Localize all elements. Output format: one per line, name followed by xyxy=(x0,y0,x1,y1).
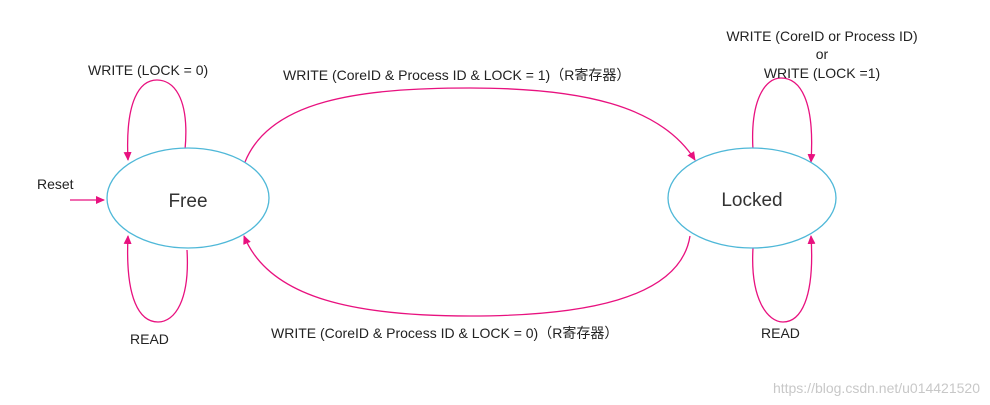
locked-self-read-label: READ xyxy=(761,325,800,341)
watermark-text: https://blog.csdn.net/u014421520 xyxy=(773,380,980,396)
state-free xyxy=(106,147,270,249)
locked-to-free-label: WRITE (CoreID & Process ID & LOCK = 0)（R… xyxy=(271,325,618,341)
locked-self-read-loop xyxy=(752,235,816,323)
free-self-read-loop xyxy=(123,235,189,323)
reset-label: Reset xyxy=(37,176,74,192)
locked-to-free-edge xyxy=(243,235,691,317)
state-locked-label: Locked xyxy=(721,190,782,211)
free-self-read-label: READ xyxy=(130,331,169,347)
free-self-write-label: WRITE (LOCK = 0) xyxy=(88,62,208,78)
locked-self-write-label-line3: WRITE (LOCK =1) xyxy=(764,65,880,81)
state-free-label: Free xyxy=(168,191,207,212)
locked-self-write-loop xyxy=(751,77,816,163)
state-locked xyxy=(667,147,837,249)
free-to-locked-edge xyxy=(244,87,696,163)
free-to-locked-label: WRITE (CoreID & Process ID & LOCK = 1)（R… xyxy=(283,67,630,83)
locked-self-write-label-line2: or xyxy=(816,46,829,62)
free-self-write-loop xyxy=(123,79,187,161)
locked-self-write-label-line1: WRITE (CoreID or Process ID) xyxy=(726,28,917,44)
